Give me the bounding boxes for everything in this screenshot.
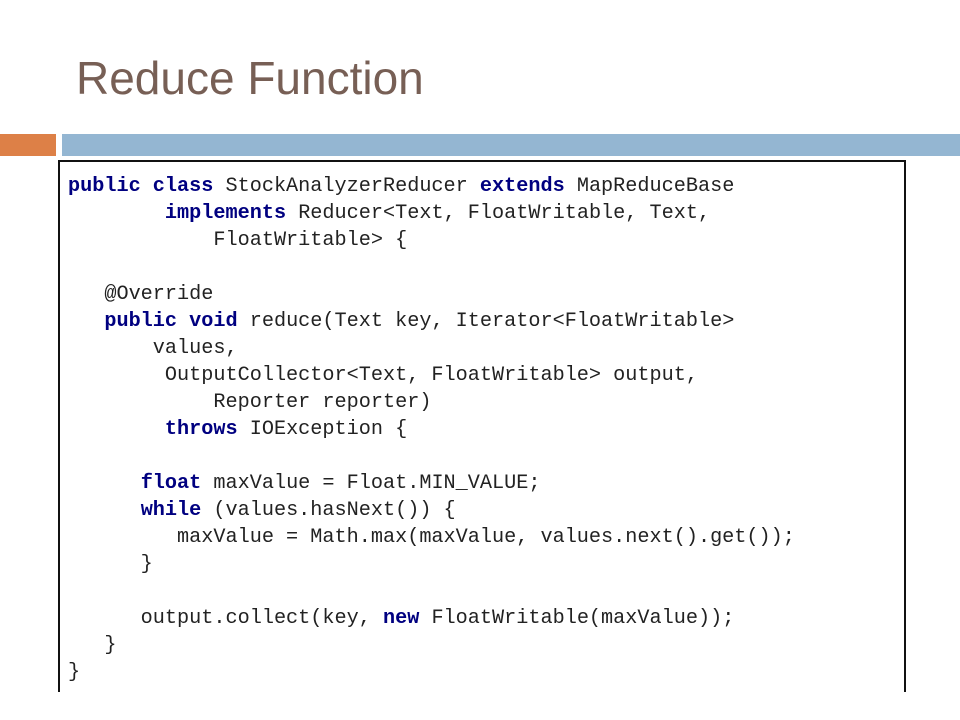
code-line: } (68, 551, 795, 578)
code-line: values, (68, 335, 795, 362)
code-keyword: float (140, 472, 202, 495)
code-line: public void reduce(Text key, Iterator<Fl… (68, 308, 795, 335)
code-text: Reducer<Text, FloatWritable, Text, (286, 202, 711, 225)
code-keyword: public class (68, 175, 214, 198)
code-text: FloatWritable> { (68, 229, 408, 252)
code-line: maxValue = Math.max(maxValue, values.nex… (68, 524, 795, 551)
code-text (68, 202, 165, 225)
code-line (68, 578, 795, 605)
code-line (68, 254, 795, 281)
code-listing-frame: public class StockAnalyzerReducer extend… (58, 160, 906, 692)
code-text: values, (68, 337, 238, 360)
code-keyword: new (382, 607, 420, 630)
code-keyword: throws (164, 418, 238, 441)
code-text: OutputCollector<Text, FloatWritable> out… (68, 364, 698, 387)
title-accent-bar-blue (62, 134, 960, 156)
code-keyword: implements (164, 202, 287, 225)
code-text: } (68, 634, 117, 657)
code-keyword: public void (104, 310, 238, 333)
code-line: OutputCollector<Text, FloatWritable> out… (68, 362, 795, 389)
title-accent-bar-orange (0, 134, 56, 156)
code-text: @Override (68, 283, 214, 306)
code-text: IOException { (237, 418, 408, 441)
code-line: public class StockAnalyzerReducer extend… (68, 173, 795, 200)
code-line: Reporter reporter) (68, 389, 795, 416)
code-text: reduce(Text key, Iterator<FloatWritable> (237, 310, 735, 333)
code-keyword: while (140, 499, 202, 522)
code-text: Reporter reporter) (68, 391, 432, 414)
slide-title: Reduce Function (76, 52, 424, 104)
code-text: } (68, 661, 81, 684)
code-text (68, 472, 141, 495)
code-line: } (68, 659, 795, 686)
code-listing: public class StockAnalyzerReducer extend… (68, 173, 795, 686)
code-line: float maxValue = Float.MIN_VALUE; (68, 470, 795, 497)
code-text: maxValue = Float.MIN_VALUE; (201, 472, 541, 495)
code-line: @Override (68, 281, 795, 308)
code-line: output.collect(key, new FloatWritable(ma… (68, 605, 795, 632)
code-line: while (values.hasNext()) { (68, 497, 795, 524)
code-text (68, 499, 141, 522)
code-line: implements Reducer<Text, FloatWritable, … (68, 200, 795, 227)
code-keyword: extends (479, 175, 565, 198)
code-text: output.collect(key, (68, 607, 383, 630)
code-text (68, 418, 165, 441)
code-text: FloatWritable(maxValue)); (419, 607, 735, 630)
code-text: maxValue = Math.max(maxValue, values.nex… (68, 526, 795, 549)
code-text: } (68, 553, 153, 576)
code-line (68, 443, 795, 470)
code-line: throws IOException { (68, 416, 795, 443)
code-text: StockAnalyzerReducer (213, 175, 480, 198)
code-text: MapReduceBase (564, 175, 735, 198)
code-line: FloatWritable> { (68, 227, 795, 254)
code-text (68, 310, 104, 333)
code-text: (values.hasNext()) { (201, 499, 456, 522)
code-line: } (68, 632, 795, 659)
